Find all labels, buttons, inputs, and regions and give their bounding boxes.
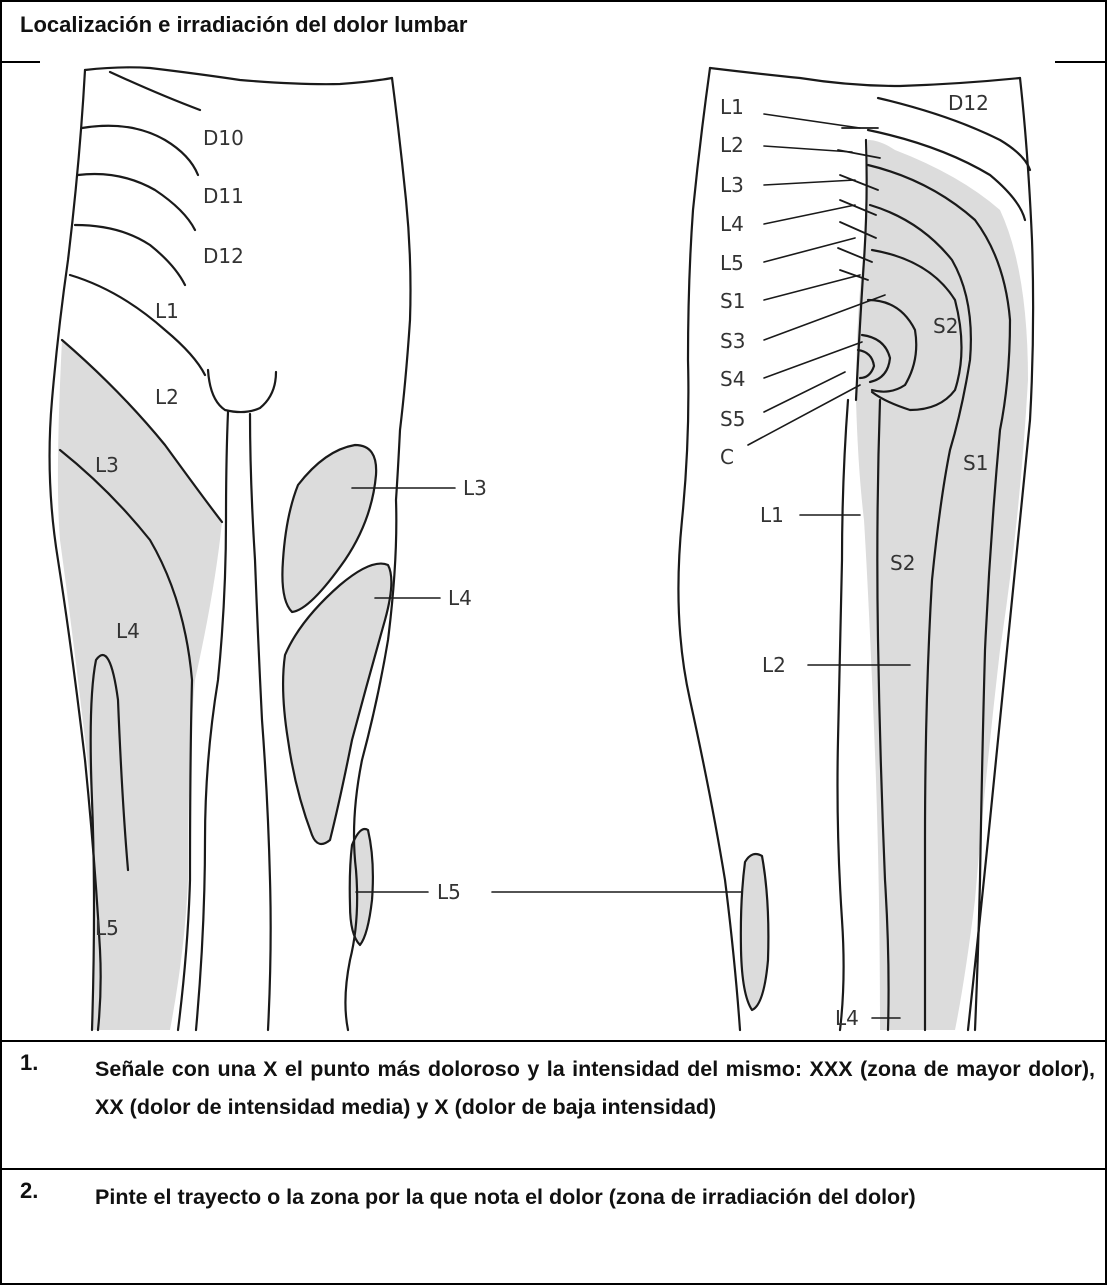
back-label-l3: L3 [720, 173, 744, 197]
front-label-l2: L2 [155, 385, 179, 409]
front-crotch-curve [208, 370, 276, 412]
back-label-s2-thigh: S2 [890, 551, 915, 575]
back-label-l1-thigh: L1 [760, 503, 784, 527]
front-knee-label-l3: L3 [463, 476, 487, 500]
front-view [50, 67, 742, 1030]
back-label-s4: S4 [720, 367, 745, 391]
dermatome-diagram: D10 D11 D12 L1 L2 L3 L4 L5 L3 L4 L5 [0, 0, 1107, 1040]
front-label-l1: L1 [155, 299, 179, 323]
back-label-l1: L1 [720, 95, 744, 119]
back-label-s3: S3 [720, 329, 745, 353]
instruction-text-2: Pinte el trayecto o la zona por la que n… [95, 1178, 1095, 1216]
instruction-text-1: Señale con una X el punto más doloroso y… [95, 1050, 1095, 1126]
instruction-row-1: 1. Señale con una X el punto más doloros… [0, 1040, 1107, 1168]
front-label-l5: L5 [95, 916, 119, 940]
back-label-l5: L5 [720, 251, 744, 275]
instruction-row-2: 2. Pinte el trayecto o la zona por la qu… [0, 1168, 1107, 1285]
back-inner-leg [838, 400, 849, 1030]
instruction-number-1: 1. [20, 1050, 38, 1076]
instruction-number-2: 2. [20, 1178, 38, 1204]
front-knee-label-l5: L5 [437, 880, 461, 904]
back-label-s5: S5 [720, 407, 745, 431]
front-knee-label-l4: L4 [448, 586, 472, 610]
back-shaded-regions [741, 140, 1028, 1030]
back-label-l2: L2 [720, 133, 744, 157]
front-label-d12: D12 [203, 244, 244, 268]
front-label-d10: D10 [203, 126, 244, 150]
back-waist-line [710, 68, 1020, 86]
front-label-l3: L3 [95, 453, 119, 477]
front-inner-leg-right [250, 414, 271, 1030]
back-label-l2-thigh: L2 [762, 653, 786, 677]
back-label-s2-buttock: S2 [933, 314, 958, 338]
back-label-l4: L4 [720, 212, 744, 236]
front-label-l4: L4 [116, 619, 140, 643]
back-label-d12: D12 [948, 91, 989, 115]
back-label-l4-bottom: L4 [835, 1006, 859, 1030]
front-label-d11: D11 [203, 184, 244, 208]
back-label-s1-thigh: S1 [963, 451, 988, 475]
back-label-c: C [720, 445, 734, 469]
back-label-s1: S1 [720, 289, 745, 313]
